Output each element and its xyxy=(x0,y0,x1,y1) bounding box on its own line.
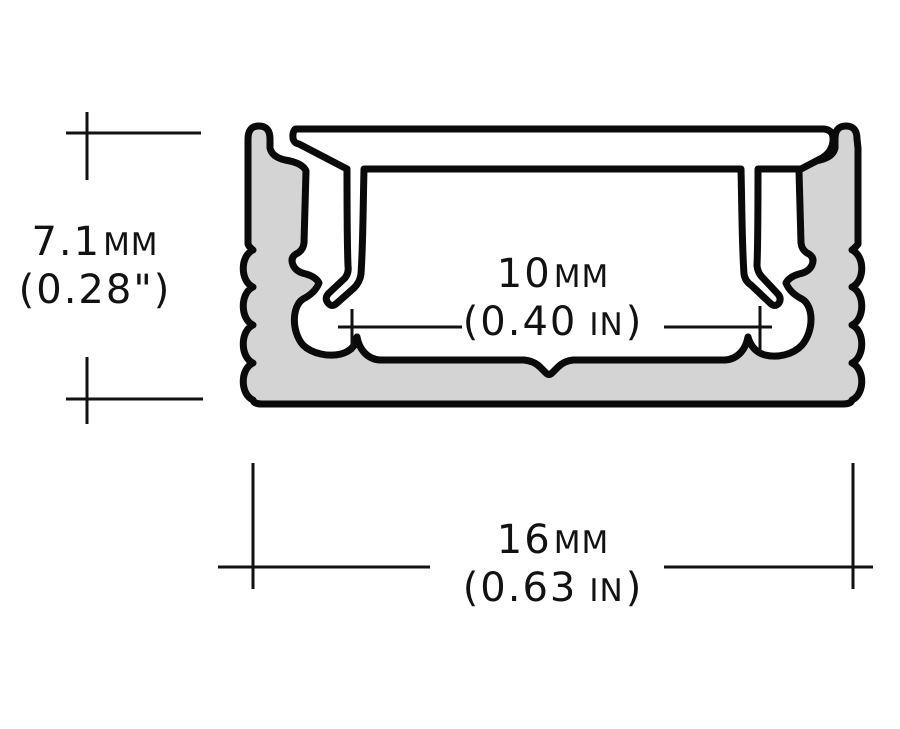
height-dimension-lines xyxy=(66,112,203,424)
outer-width-unit: MM xyxy=(553,525,610,561)
inner-width-value: 10 xyxy=(496,251,552,297)
height-dimension-primary: 7.1MM xyxy=(5,220,185,268)
height-value: 7.1 xyxy=(31,219,102,265)
outer-width-secondary: (0.63 IN) xyxy=(403,566,703,614)
outer-width-secondary-close: ) xyxy=(625,565,644,611)
diffuser-cover xyxy=(289,125,837,309)
outer-width-primary: 16MM xyxy=(403,518,703,566)
extrusion-body xyxy=(239,122,866,408)
inner-width-primary: 10MM xyxy=(403,252,703,300)
height-dimension-secondary: (0.28") xyxy=(18,267,172,313)
outer-width-dimension-lines xyxy=(218,463,873,589)
inner-width-secondary-value: (0.40 xyxy=(462,299,578,345)
inner-width-unit: MM xyxy=(553,259,610,295)
inner-width-dimension-label: 10MM (0.40 IN) xyxy=(403,252,703,348)
inner-width-secondary-close: ) xyxy=(625,299,644,345)
inner-width-secondary-unit: IN xyxy=(589,307,624,343)
height-dimension-label: 7.1MM (0.28") xyxy=(5,220,185,313)
outer-width-secondary-value: (0.63 xyxy=(462,565,578,611)
inner-width-dimension-lines xyxy=(338,306,772,352)
outer-width-dimension-label: 16MM (0.63 IN) xyxy=(403,518,703,614)
outer-width-secondary-unit: IN xyxy=(589,573,624,609)
inner-width-secondary: (0.40 IN) xyxy=(403,300,703,348)
outer-width-value: 16 xyxy=(496,517,552,563)
height-unit: MM xyxy=(103,227,159,263)
